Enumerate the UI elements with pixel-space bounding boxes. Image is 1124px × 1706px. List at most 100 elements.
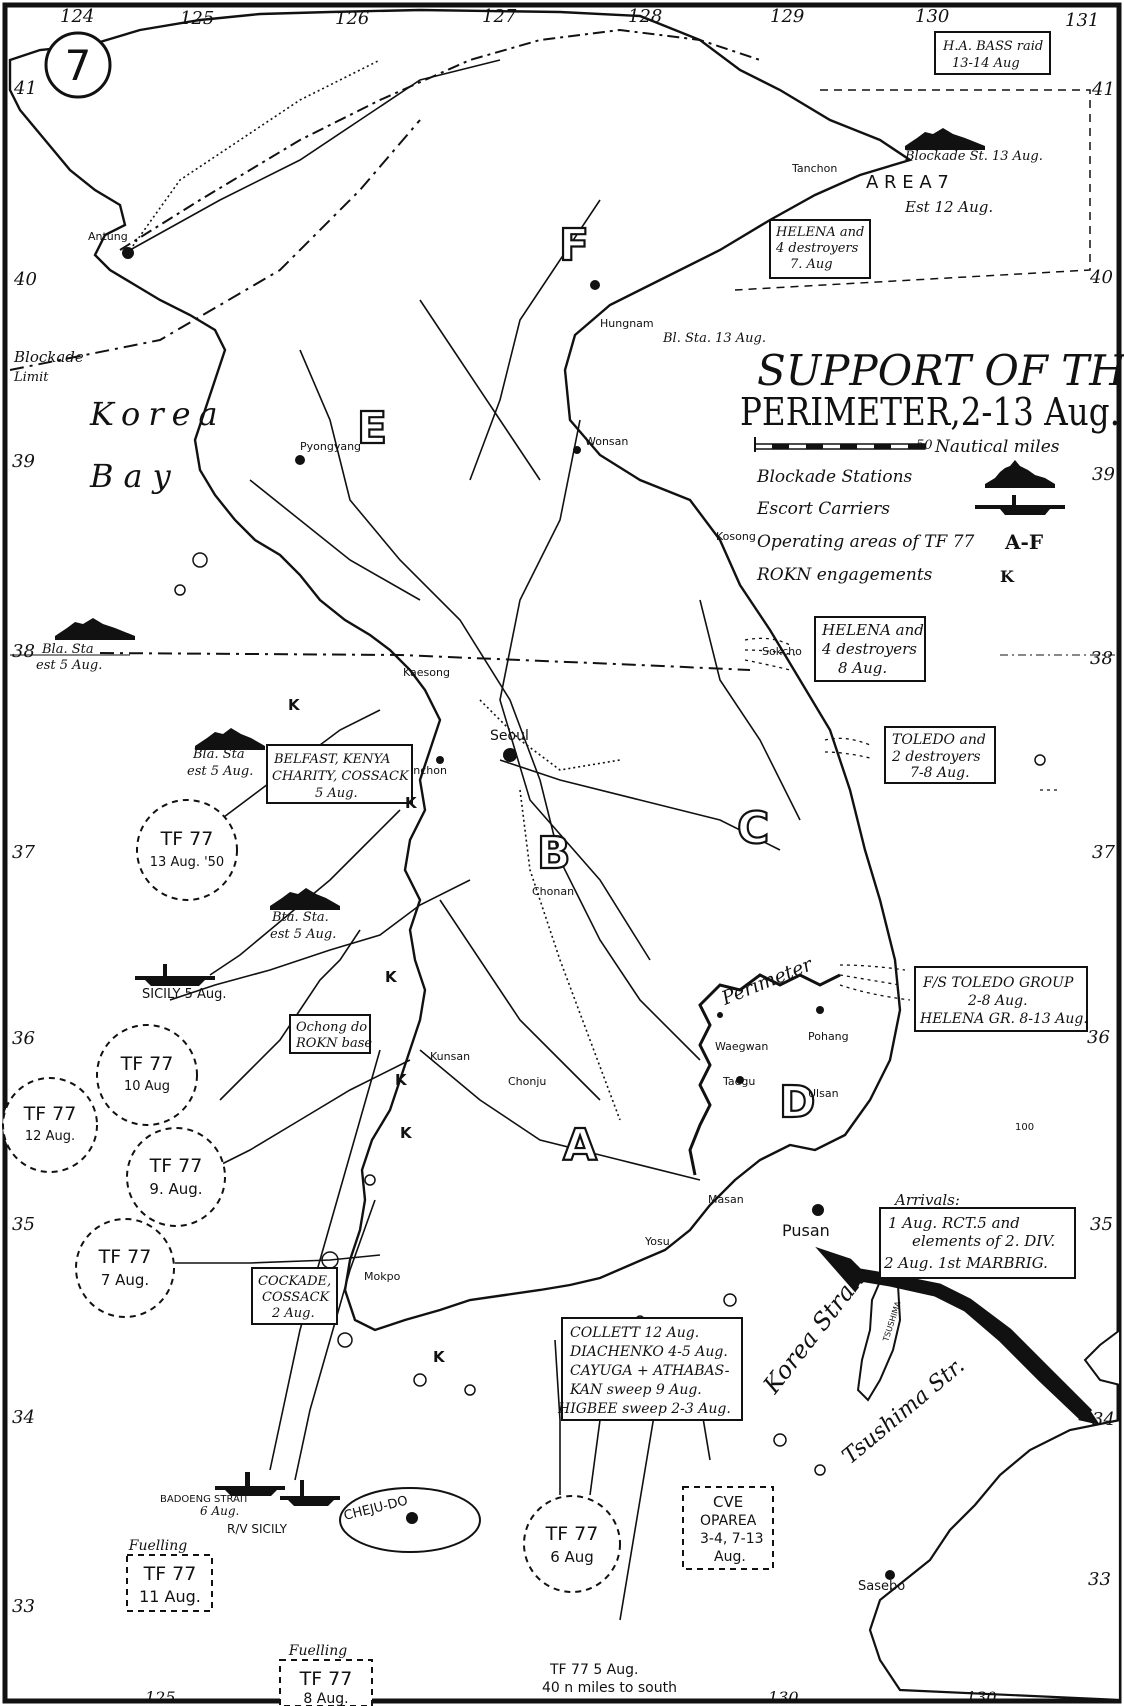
svg-text:TOLEDO and: TOLEDO and	[892, 732, 986, 748]
svg-text:Blockade St. 13 Aug.: Blockade St. 13 Aug.	[904, 149, 1043, 164]
legend: Blockade Stations Escort Carriers Operat…	[756, 467, 1043, 586]
svg-text:TF 77: TF 77	[23, 1103, 77, 1125]
warship-icons	[55, 128, 985, 910]
svg-text:7. Aug: 7. Aug	[790, 257, 833, 272]
svg-text:2 Aug.: 2 Aug.	[271, 1306, 315, 1321]
svg-text:elements of 2. DIV.: elements of 2. DIV.	[912, 1232, 1055, 1250]
rivers	[129, 59, 621, 1121]
kyushu-landmass	[868, 1418, 1122, 1702]
svg-text:Tanchon: Tanchon	[791, 162, 837, 175]
perimeter-line	[688, 973, 841, 1176]
svg-text:Sasebo: Sasebo	[858, 1579, 905, 1594]
svg-text:COCKADE,: COCKADE,	[258, 1274, 331, 1289]
svg-text:37: 37	[1092, 842, 1115, 863]
svg-text:Inchon: Inchon	[410, 764, 447, 777]
svg-text:Chonju: Chonju	[508, 1075, 546, 1088]
svg-text:35: 35	[1090, 1214, 1113, 1235]
dotted-arcs	[744, 637, 1060, 1001]
svg-text:TF 77: TF 77	[545, 1523, 599, 1545]
svg-text:Yosu: Yosu	[644, 1235, 670, 1248]
svg-text:Bla. Sta: Bla. Sta	[41, 642, 94, 657]
svg-text:6 Aug: 6 Aug	[550, 1548, 594, 1566]
legend-carrier-label: Escort Carriers	[756, 499, 890, 519]
svg-text:130: 130	[768, 1688, 799, 1706]
svg-text:40: 40	[13, 269, 37, 290]
svg-text:6 Aug.: 6 Aug.	[200, 1504, 239, 1518]
svg-text:Mokpo: Mokpo	[364, 1270, 401, 1283]
svg-text:36: 36	[12, 1028, 35, 1049]
svg-text:Bl. Sta. 13 Aug.: Bl. Sta. 13 Aug.	[662, 331, 766, 346]
svg-text:Wonsan: Wonsan	[585, 435, 628, 448]
north-border	[119, 28, 761, 251]
svg-text:2-8 Aug.: 2-8 Aug.	[967, 993, 1028, 1009]
hundred-label: 100	[1015, 1122, 1034, 1133]
svg-text:4 destroyers: 4 destroyers	[821, 640, 917, 658]
scale-value: 50	[916, 438, 933, 453]
legend-warship-icon	[985, 460, 1055, 488]
svg-text:1 Aug. RCT.5 and: 1 Aug. RCT.5 and	[888, 1214, 1020, 1232]
map-title-line2: PERIMETER,2-13 Aug.	[740, 390, 1120, 434]
scale-bar	[754, 437, 926, 452]
svg-text:38: 38	[12, 641, 35, 662]
svg-text:Masan: Masan	[708, 1193, 744, 1206]
svg-text:CHARITY, COSSACK: CHARITY, COSSACK	[272, 769, 410, 784]
svg-text:HELENA and: HELENA and	[775, 225, 864, 240]
arrivals-box	[879, 1207, 1076, 1279]
rokn-k-markers: K K K K K K	[288, 696, 446, 1366]
svg-text:131: 131	[1065, 10, 1099, 31]
svg-text:Aug.: Aug.	[714, 1549, 746, 1565]
svg-text:7-8 Aug.: 7-8 Aug.	[910, 765, 970, 781]
blockade-limit-2: Limit	[13, 370, 49, 385]
svg-text:33: 33	[1088, 1569, 1111, 1590]
cockade-box	[251, 1267, 338, 1325]
svg-text:Ochong do: Ochong do	[296, 1020, 367, 1035]
scale-label: Nautical miles	[934, 437, 1060, 457]
area-letter-f: F	[559, 220, 589, 271]
belfast-box	[266, 744, 413, 804]
svg-text:CAYUGA + ATHABAS-: CAYUGA + ATHABAS-	[570, 1363, 730, 1379]
legend-rokn-label: ROKN engagements	[756, 565, 933, 585]
svg-text:127: 127	[482, 6, 517, 27]
svg-text:10 Aug: 10 Aug	[124, 1079, 170, 1094]
helena8-box	[814, 616, 926, 682]
svg-text:TF 77: TF 77	[98, 1246, 152, 1268]
svg-text:41: 41	[13, 78, 37, 99]
bottom-note-1: TF 77 5 Aug.	[549, 1662, 638, 1678]
area-letter-c: C	[737, 803, 769, 854]
area-letter-e: E	[357, 403, 387, 454]
svg-text:129: 129	[770, 6, 804, 27]
area7-est: Est 12 Aug.	[904, 198, 993, 216]
sea-korea: Korea	[89, 395, 226, 433]
korea-landmass	[8, 8, 913, 1332]
area-letter-a: A	[563, 1120, 597, 1171]
map-number-circle	[44, 31, 112, 99]
svg-text:Taegu: Taegu	[722, 1075, 755, 1088]
city-dots	[122, 247, 895, 1580]
svg-text:125: 125	[180, 8, 214, 29]
svg-text:Bta. Sta.: Bta. Sta.	[271, 910, 329, 925]
parallel-38-line	[99, 652, 751, 671]
toledo-box	[884, 726, 996, 784]
lat-labels-right: 41 40 39 38 37 36 35 34 33	[1087, 79, 1115, 1590]
svg-text:36: 36	[1087, 1027, 1110, 1048]
station-labels: Bla. Sta est 5 Aug. Bla. Sta est 5 Aug. …	[36, 642, 336, 1536]
helena7-box	[769, 219, 871, 279]
svg-text:4 destroyers: 4 destroyers	[775, 241, 859, 256]
svg-text:F/S TOLEDO GROUP: F/S TOLEDO GROUP	[922, 975, 1074, 991]
svg-text:Ulsan: Ulsan	[808, 1087, 839, 1100]
svg-text:Hungnam: Hungnam	[600, 317, 654, 330]
area-letter-icon: A-F	[1004, 530, 1043, 554]
svg-text:12 Aug.: 12 Aug.	[25, 1129, 75, 1144]
svg-text:Waegwan: Waegwan	[715, 1040, 768, 1053]
svg-text:Sokcho: Sokcho	[762, 645, 802, 658]
svg-text:Fuelling: Fuelling	[128, 1538, 187, 1554]
svg-text:11 Aug.: 11 Aug.	[139, 1587, 201, 1606]
svg-text:33: 33	[12, 1596, 35, 1617]
svg-text:130: 130	[915, 6, 949, 27]
map-number: 7	[65, 41, 92, 90]
lat-labels-left: 41 40 39 38 37 36 35 34 33	[12, 78, 37, 1617]
svg-text:est 5 Aug.: est 5 Aug.	[270, 927, 336, 942]
svg-text:BADOENG STRAIT: BADOENG STRAIT	[160, 1494, 250, 1505]
legend-carrier-icon	[975, 495, 1065, 515]
